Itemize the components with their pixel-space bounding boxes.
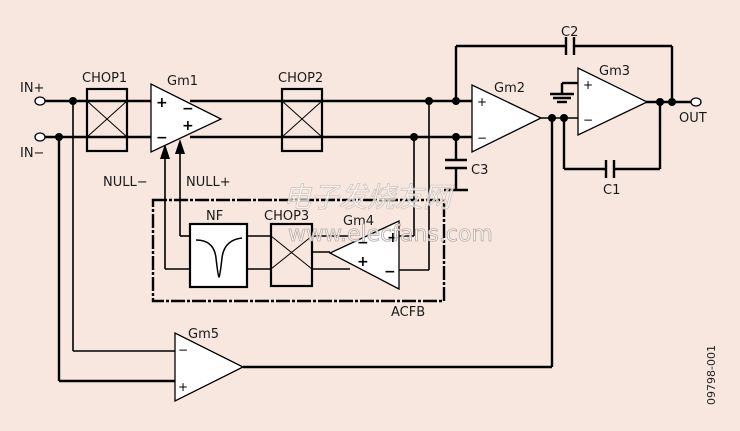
nf-label: NF: [206, 209, 223, 224]
acfb-label: ACFB: [391, 305, 425, 320]
gm3-amplifier: [577, 66, 649, 137]
gm2-amplifier: [471, 83, 543, 154]
c1-label: C1: [603, 183, 620, 198]
gm4-sign-in-minus: −: [384, 264, 396, 280]
gm4-sign-in-plus: +: [387, 230, 399, 246]
c3-label: C3: [471, 163, 488, 178]
out-terminal: [690, 97, 702, 107]
in-minus-label: IN−: [20, 146, 44, 161]
null-minus-arrow-icon: [160, 144, 170, 159]
figure-id: 09798-001: [705, 345, 718, 405]
gm1-sign-in-plus: +: [156, 95, 168, 111]
gm5-sign-minus: −: [178, 343, 188, 357]
gm4-amplifier: [328, 219, 400, 291]
gm1-sign-out-minus: −: [182, 101, 194, 117]
gm3-sign-minus: −: [583, 113, 593, 127]
gm1-amplifier: [150, 82, 223, 154]
gm4-label: Gm4: [343, 214, 374, 229]
in-plus-terminal: [34, 96, 46, 106]
null-plus-arrow-icon: [175, 139, 185, 154]
gm2-sign-plus: +: [477, 95, 487, 109]
gm5-amplifier: [174, 331, 245, 403]
watermark-url: www.elecfans.com: [288, 222, 493, 247]
in-minus-terminal: [34, 132, 46, 142]
chop1-block: [85, 87, 129, 153]
chop2-block: [280, 87, 324, 153]
gm4-sign-out-plus: +: [357, 254, 369, 270]
chop3-label: CHOP3: [264, 209, 309, 224]
wires: [44, 44, 692, 383]
junctions: [55, 97, 676, 141]
chop2-label: CHOP2: [278, 71, 323, 86]
gm1-label: Gm1: [167, 74, 198, 89]
c2-label: C2: [561, 25, 578, 40]
c2-capacitor: [564, 37, 576, 55]
null-plus-label: NULL+: [186, 175, 231, 190]
gm5-label: Gm5: [188, 327, 219, 342]
gm2-label: Gm2: [494, 81, 525, 96]
gm5-sign-plus: +: [178, 380, 188, 394]
acfb-boundary: [151, 198, 446, 303]
chop3-block: [269, 222, 314, 288]
c1-capacitor: [604, 160, 616, 178]
gm3-sign-plus: +: [583, 78, 593, 92]
in-plus-label: IN+: [20, 81, 44, 96]
gm1-sign-out-plus: +: [182, 118, 194, 134]
chop1-label: CHOP1: [82, 71, 127, 86]
gm2-sign-minus: −: [477, 131, 487, 145]
gm3-label: Gm3: [599, 64, 630, 79]
out-label: OUT: [679, 111, 707, 126]
gm4-sign-out-minus: −: [357, 235, 369, 251]
notch-filter-block: [188, 222, 249, 289]
null-minus-label: NULL−: [103, 175, 148, 190]
watermark-cn: 电子发烧友网: [283, 181, 455, 214]
gm1-sign-in-minus: −: [156, 130, 168, 146]
